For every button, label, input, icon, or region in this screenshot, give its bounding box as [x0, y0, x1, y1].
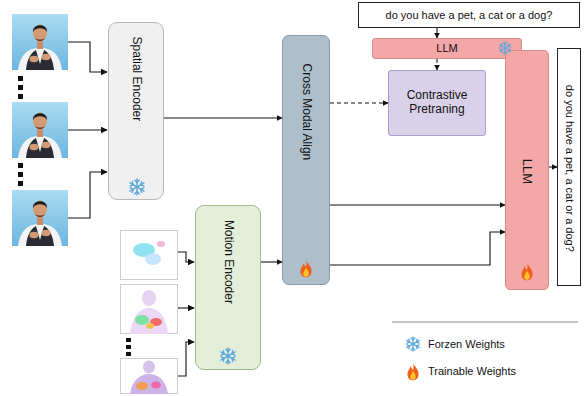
connector-arrow — [436, 28, 437, 38]
align-box: Cross Modal Align — [282, 35, 330, 285]
text-box: do you have a pet, a cat or a dog? — [358, 2, 580, 28]
frozen-icon — [407, 337, 419, 351]
legend-label: Trainable Weights — [428, 365, 516, 378]
trainable-icon — [300, 260, 532, 380]
text-box: do you have a pet, a cat or a dog? — [557, 48, 581, 286]
input-wires — [178, 307, 194, 308]
input-wires — [68, 42, 107, 72]
frozen-icon — [130, 42, 510, 364]
input-wires — [68, 129, 107, 130]
sign-video-frames — [18, 181, 23, 186]
process-box: Contrastive Pretraning — [388, 70, 486, 136]
sign-video-frames — [12, 14, 68, 246]
vertical-label: Spatial Encoder — [129, 37, 143, 122]
connector-arrow — [436, 59, 437, 70]
connector-arrow — [330, 102, 388, 103]
connector-arrow — [261, 261, 282, 262]
box-label: Contrastive Pretraning — [395, 89, 479, 117]
input-wires — [178, 252, 194, 262]
trainable-icon — [300, 260, 311, 277]
frozen-icon — [500, 42, 511, 55]
box-label: LLM — [436, 42, 457, 55]
connector-arrow — [330, 232, 505, 265]
optical-flow-frames — [121, 285, 178, 335]
sign-video-frames — [18, 94, 23, 99]
sign-video-frames — [12, 190, 68, 246]
box-label: do you have a pet, a cat or a dog? — [386, 9, 553, 22]
legend-rule — [392, 322, 578, 323]
vertical-label: LLM — [520, 158, 535, 183]
sign-video-frames — [12, 14, 68, 70]
vertical-label: Cross Modal Align — [299, 64, 313, 161]
vertical-label: do you have a pet, a cat or a dog? — [563, 84, 576, 251]
input-wires — [178, 342, 194, 376]
sign-video-frames — [12, 102, 68, 158]
sign-video-frames — [18, 76, 23, 81]
llm-box: LLM — [372, 38, 522, 59]
sign-video-frames — [18, 85, 23, 90]
connector-arrow — [164, 117, 282, 118]
legend-label: Forzen Weights — [428, 338, 505, 351]
optical-flow-frames — [121, 231, 178, 395]
trainable-icon — [407, 363, 418, 380]
legend-entry: Forzen Weights — [428, 336, 505, 352]
encoder-box: Spatial Encoder — [108, 22, 164, 200]
frozen-icon — [221, 348, 235, 364]
vertical-label: Motion Encoder — [221, 220, 235, 304]
optical-flow-frames — [126, 352, 131, 356]
legend-entry: Trainable Weights — [428, 363, 516, 379]
input-wires — [68, 172, 107, 218]
encoder-box: Motion Encoder — [195, 205, 261, 370]
connector-arrow — [330, 204, 505, 205]
optical-flow-frames — [126, 338, 131, 342]
sign-video-frames — [18, 172, 23, 177]
llm-box: LLM — [505, 50, 549, 290]
trainable-icon — [521, 263, 532, 280]
optical-flow-frames — [126, 345, 131, 349]
connector-arrow — [549, 166, 557, 167]
optical-flow-frames — [121, 231, 178, 280]
sign-video-frames — [18, 163, 23, 168]
frozen-icon — [130, 179, 144, 195]
optical-flow-frames — [121, 359, 178, 395]
